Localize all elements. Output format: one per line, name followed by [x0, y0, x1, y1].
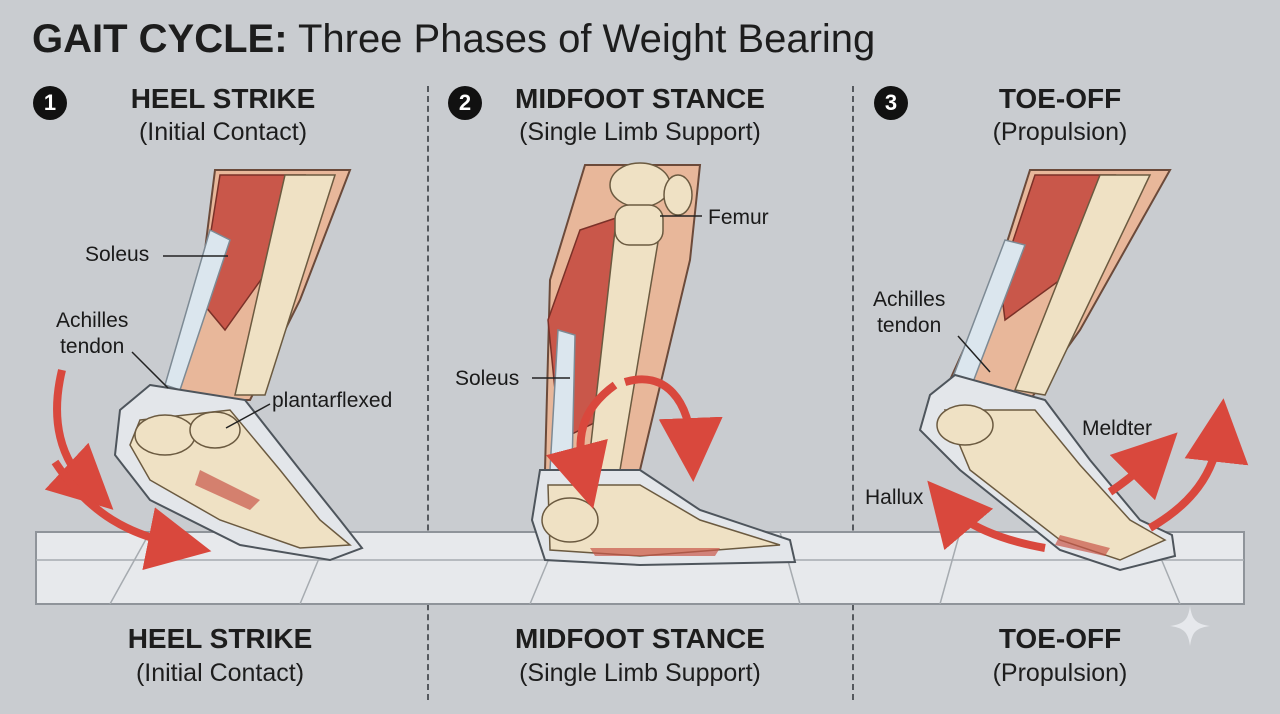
sparkle-icon [1170, 606, 1210, 646]
heel-strike-leaders [131, 255, 271, 429]
phase-1-subtitle: (Initial Contact) [138, 118, 308, 146]
phase-3-footer-subtitle: (Propulsion) [992, 659, 1128, 687]
midfoot-arrows [545, 375, 723, 509]
phase-2-footer: MIDFOOT STANCE (Single Limb Support) [470, 622, 810, 690]
label-soleus-1: Soleus [85, 243, 150, 266]
phase-divider-1 [427, 86, 429, 700]
phase-3-number-badge: 3 [874, 86, 908, 120]
phase-2-footer-subtitle: (Single Limb Support) [519, 659, 761, 687]
label-soleus-2: Soleus [455, 367, 520, 390]
toe-off-leaders [957, 335, 991, 373]
label-hallux: Hallux [865, 486, 924, 509]
phase-3-footer-title: TOE-OFF [998, 623, 1122, 654]
heel-strike-leg [164, 169, 352, 401]
label-achilles-1: Achilles tendon [56, 309, 129, 358]
heel-strike-arrows [44, 369, 212, 571]
midfoot-leaders [532, 215, 702, 379]
phase-3-title: TOE-OFF [998, 83, 1122, 114]
toe-off-leg [948, 169, 1172, 402]
toe-off-foot [918, 373, 1177, 572]
phase-2-number-badge: 2 [448, 86, 482, 120]
label-plantarflexed: plantarflexed [272, 389, 393, 412]
phase-3-footer: TOE-OFF (Propulsion) [890, 622, 1230, 690]
phase-3-subtitle: (Propulsion) [992, 118, 1128, 146]
toe-off-arrows [927, 398, 1249, 552]
phase-2-header: MIDFOOT STANCE (Single Limb Support) [480, 82, 800, 148]
phase-3-header: TOE-OFF (Propulsion) [900, 82, 1220, 148]
phase-divider-2 [852, 86, 854, 700]
phase-2-title: MIDFOOT STANCE [515, 83, 765, 114]
phase-1-footer: HEEL STRIKE (Initial Contact) [50, 622, 390, 690]
midfoot-foot [530, 469, 797, 567]
phase-2-footer-title: MIDFOOT STANCE [515, 623, 765, 654]
phase-1-footer-title: HEEL STRIKE [127, 623, 313, 654]
page-title: GAIT CYCLE: Three Phases of Weight Beari… [32, 14, 875, 64]
phase-1-title: HEEL STRIKE [130, 83, 316, 114]
label-achilles-3: Achilles tendon [873, 288, 946, 337]
phase-1-number-badge: 1 [33, 86, 67, 120]
heel-strike-foot [113, 383, 364, 562]
title-rest: Three Phases of Weight Bearing [287, 17, 876, 61]
phase-1-footer-subtitle: (Initial Contact) [135, 659, 305, 687]
phase-1-header: HEEL STRIKE (Initial Contact) [63, 82, 383, 148]
phase-2-subtitle: (Single Limb Support) [519, 118, 761, 146]
title-bold: GAIT CYCLE: [32, 17, 288, 61]
label-meldter: Meldter [1082, 417, 1153, 440]
midfoot-leg [543, 162, 702, 471]
label-femur: Femur [708, 206, 769, 229]
